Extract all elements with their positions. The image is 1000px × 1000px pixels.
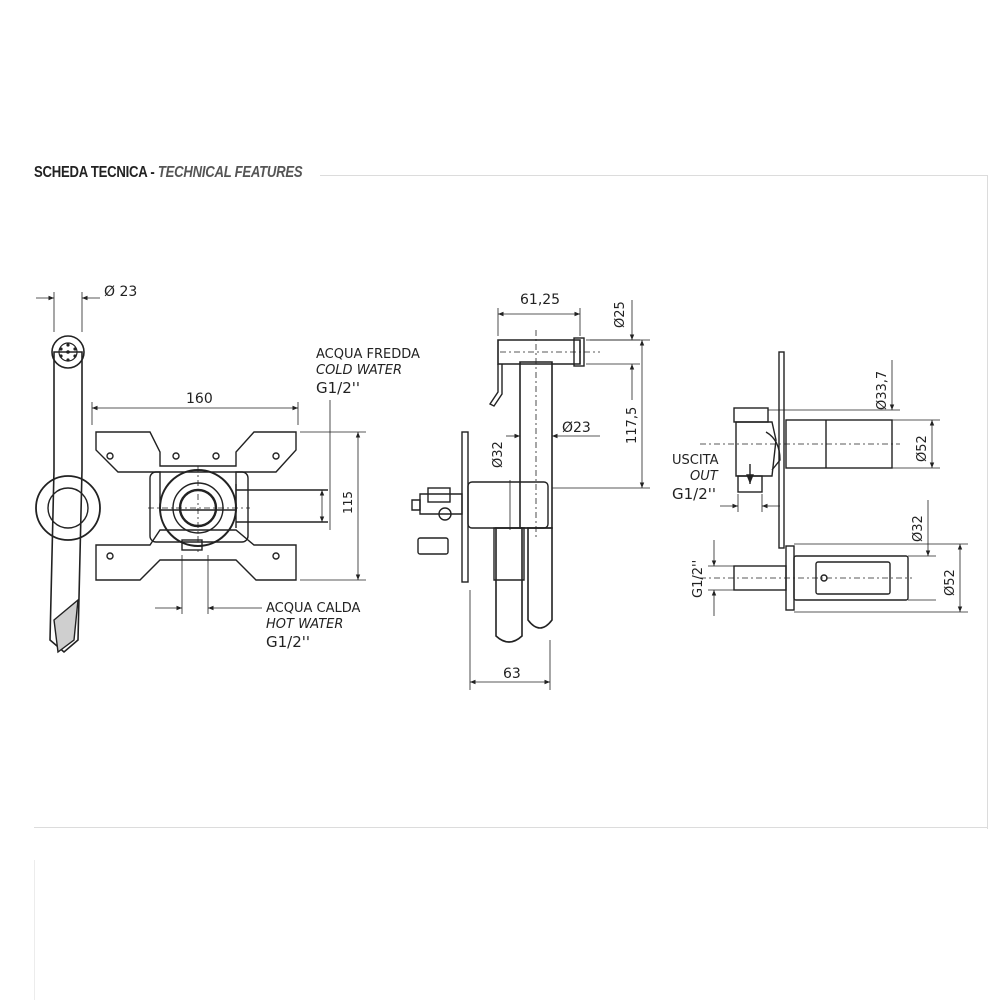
dim-hot-thread <box>155 555 262 614</box>
dim-outlet-thread <box>720 494 780 512</box>
title-italian: SCHEDA TECNICA <box>34 164 147 181</box>
label-depth: 117,5 <box>625 407 640 444</box>
outlet-body <box>735 421 777 477</box>
hose-strip <box>53 598 79 654</box>
handshower-body <box>49 351 83 654</box>
dim-cold-thread <box>319 400 331 530</box>
frame-right-edge <box>987 175 988 829</box>
label-inlet-thread: G1/2'' <box>691 560 706 598</box>
label-cold-thread: G1/2'' <box>316 379 360 397</box>
plate-screw <box>106 452 114 460</box>
side-cap <box>417 537 449 555</box>
label-handshower-dia: Ø 23 <box>104 284 137 300</box>
mounting-plate-lower <box>95 529 297 581</box>
handshower-side <box>495 527 523 643</box>
label-outlet-dia: Ø23 <box>562 420 591 436</box>
label-lower-body-dia: Ø32 <box>911 515 926 542</box>
dim-width <box>91 402 299 425</box>
dim-projection <box>469 590 551 690</box>
dim-handle-length <box>497 308 581 336</box>
handshower-side-tip <box>493 527 525 581</box>
label-body-dia: Ø32 <box>491 441 506 468</box>
spray-nozzles <box>59 343 77 362</box>
holder-ring-outer <box>35 475 101 541</box>
label-handle-length: 61,25 <box>520 292 560 308</box>
outlet-wall-plate <box>778 351 785 549</box>
spray-face <box>51 335 85 369</box>
dim-nut-dia <box>768 360 900 411</box>
label-hot-it: ACQUA CALDA <box>266 601 361 616</box>
plate-screw <box>272 552 280 560</box>
label-projection: 63 <box>503 666 521 682</box>
wall-plate <box>461 431 469 583</box>
outlet-elbow <box>765 431 781 471</box>
label-cold-en: COLD WATER <box>316 363 402 378</box>
dim-lower-flange-dia <box>794 543 968 613</box>
title-separator: - <box>146 164 158 181</box>
label-rosette-dia: Ø52 <box>915 435 930 462</box>
side-view <box>411 300 650 690</box>
holder-ring-inner <box>47 487 89 529</box>
label-outlet-it: USCITA <box>672 453 719 468</box>
label-width: 160 <box>186 391 213 407</box>
sheet-title: SCHEDA TECNICA - TECHNICAL FEATURES <box>34 164 303 182</box>
side-valve-nut <box>419 493 463 515</box>
front-view <box>35 292 366 654</box>
side-knob <box>438 507 452 521</box>
dim-body-dia <box>506 430 600 530</box>
plate-screw <box>212 452 220 460</box>
outlet-nut <box>733 407 769 423</box>
frame-lower-left-edge <box>34 860 35 1000</box>
label-outlet-en: OUT <box>690 469 719 484</box>
dim-height <box>300 431 366 581</box>
dim-handshower-dia <box>36 292 100 332</box>
plate-screw <box>106 552 114 560</box>
mounting-plate <box>95 431 297 511</box>
lever-arm <box>497 339 581 365</box>
dim-inlet-thread <box>708 540 734 616</box>
dim-rosette-dia <box>892 419 940 469</box>
header-rule <box>320 175 988 176</box>
label-hot-thread: G1/2'' <box>266 633 310 651</box>
valve-body <box>149 471 249 543</box>
label-handle-dia: Ø25 <box>613 301 628 328</box>
title-english: TECHNICAL FEATURES <box>157 164 303 181</box>
label-lower-flange-dia: Ø52 <box>943 569 958 596</box>
hose-side <box>527 527 553 629</box>
label-outlet-thread: G1/2'' <box>672 485 716 503</box>
side-union <box>427 487 451 503</box>
dim-depth <box>552 339 650 489</box>
label-nut-dia: Ø33,7 <box>875 371 890 410</box>
label-hot-en: HOT WATER <box>266 617 343 632</box>
frame-bottom-rule <box>34 827 988 828</box>
lower-cap <box>820 574 828 582</box>
hot-inlet-stub <box>181 539 203 551</box>
label-height: 115 <box>341 491 355 514</box>
dim-lower-body-dia <box>908 500 936 601</box>
plate-screw <box>172 452 180 460</box>
label-cold-it: ACQUA FREDDA <box>316 347 420 362</box>
side-valve-fitting <box>411 499 421 511</box>
cold-pipe <box>236 489 328 523</box>
outlet-view <box>700 351 968 616</box>
lever-stem <box>488 364 503 407</box>
plate-screw <box>272 452 280 460</box>
